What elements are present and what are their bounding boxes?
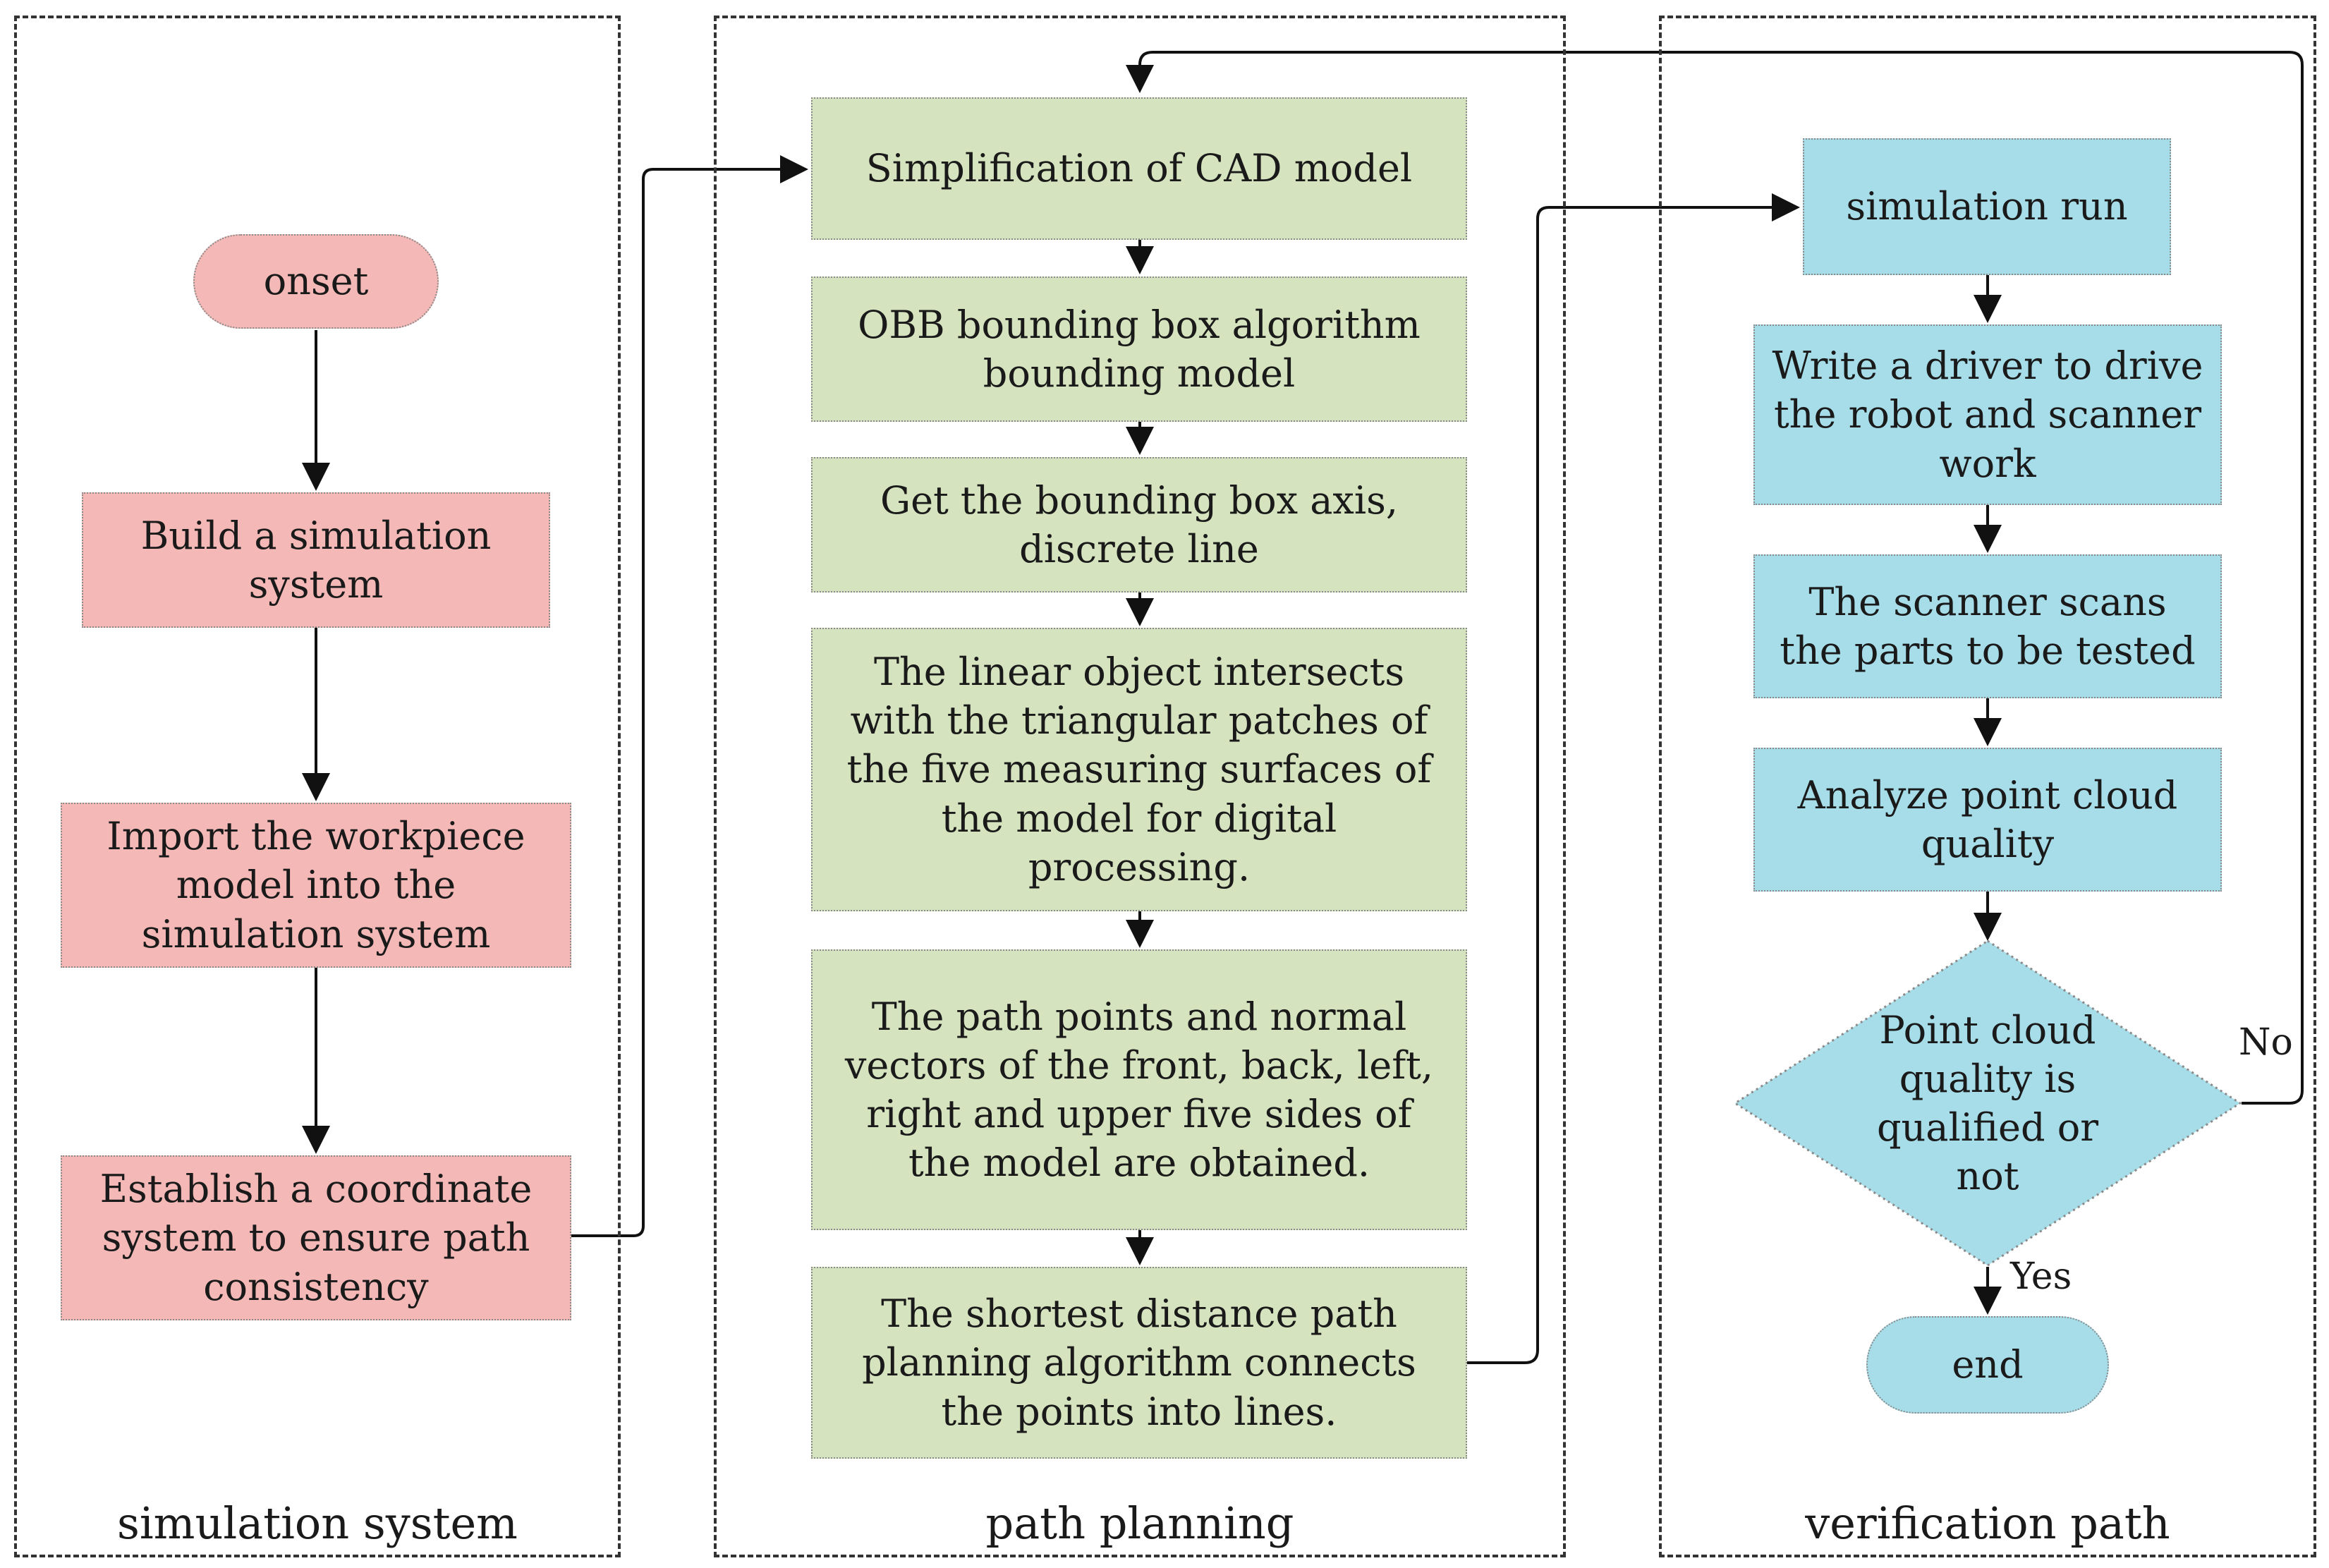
bounding-axis-node: Get the bounding box axis, discrete line bbox=[811, 457, 1467, 592]
arrow-establish-simplify bbox=[571, 155, 808, 1237]
panel-verification-path: verification path bbox=[1659, 16, 2316, 1557]
decision-diamond bbox=[1733, 940, 2242, 1267]
simplify-cad-node: Simplification of CAD model bbox=[811, 97, 1467, 240]
decision-label: Point cloud quality is qualified or not bbox=[1876, 1007, 2099, 1199]
panel-title: simulation system bbox=[117, 1497, 518, 1549]
panel-title: path planning bbox=[985, 1497, 1294, 1549]
build-simulation-node: Build a simulation system bbox=[82, 492, 550, 628]
panel-simulation-system: simulation system bbox=[14, 16, 621, 1557]
end-node: end bbox=[1866, 1316, 2109, 1414]
simulation-run-node: simulation run bbox=[1803, 138, 2171, 275]
yes-label: Yes bbox=[2010, 1256, 2072, 1298]
scanner-scans-node: The scanner scans the parts to be tested bbox=[1753, 554, 2222, 698]
arrow-shortest-run bbox=[1467, 193, 1800, 1364]
path-points-node: The path points and normal vectors of th… bbox=[811, 949, 1467, 1230]
linear-intersect-node: The linear object intersects with the tr… bbox=[811, 628, 1467, 911]
onset-node: onset bbox=[193, 234, 439, 329]
import-workpiece-node: Import the workpiece model into the simu… bbox=[61, 803, 571, 968]
arrow-no-loop bbox=[1126, 51, 2304, 1105]
establish-coordinate-node: Establish a coordinate system to ensure … bbox=[61, 1155, 571, 1320]
analyze-quality-node: Analyze point cloud quality bbox=[1753, 748, 2222, 892]
panel-title: verification path bbox=[1805, 1497, 2170, 1549]
no-label: No bbox=[2239, 1021, 2293, 1064]
write-driver-node: Write a driver to drive the robot and sc… bbox=[1753, 324, 2222, 505]
panel-path-planning: path planning bbox=[714, 16, 1566, 1557]
obb-bounding-node: OBB bounding box algorithm bounding mode… bbox=[811, 276, 1467, 422]
shortest-distance-node: The shortest distance path planning algo… bbox=[811, 1267, 1467, 1459]
